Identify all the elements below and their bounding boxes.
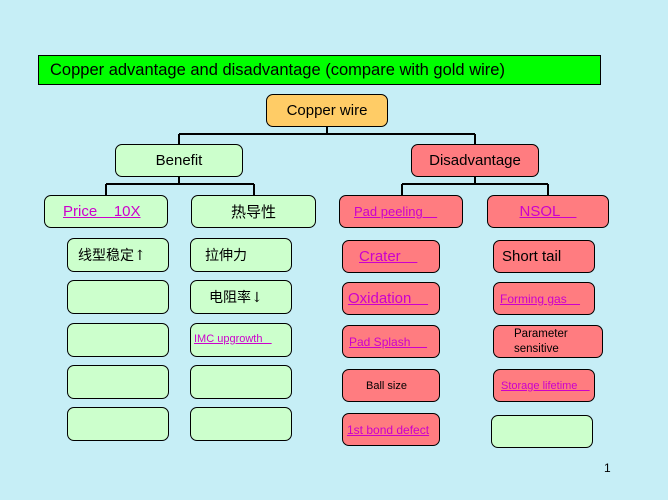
empty-benefit-box [67,280,169,314]
ball-size-node: Ball size [342,369,440,402]
empty-benefit-box [190,365,292,399]
empty-benefit-box [190,407,292,441]
empty-benefit-box [67,365,169,399]
pad-splash-link[interactable]: Pad Splash [342,325,440,358]
root-node: Copper wire [266,94,388,127]
benefit-node: Benefit [115,144,243,177]
forming-gas-link[interactable]: Forming gas [493,282,595,315]
page-number: 1 [604,461,611,475]
empty-disadvantage-box [491,415,593,448]
oxidation-link[interactable]: Oxidation [342,282,440,315]
disadvantage-node: Disadvantage [411,144,539,177]
imc-upgrowth-link[interactable]: IMC upgrowth [190,323,292,357]
storage-lifetime-link[interactable]: Storage lifetime [493,369,595,402]
tensile-strength-node: 拉伸力 [190,238,292,272]
first-bond-defect-link[interactable]: 1st bond defect [342,413,440,446]
parameter-sensitive-node: Parameter sensitive [493,325,603,358]
slide-title: Copper advantage and disadvantage (compa… [38,55,601,85]
benefit-price-link[interactable]: Price 10X [44,195,168,228]
nsol-link[interactable]: NSOL [487,195,609,228]
crater-link[interactable]: Crater [342,240,440,273]
empty-benefit-box [67,323,169,357]
short-tail-node: Short tail [493,240,595,273]
pad-peeling-link[interactable]: Pad peeling [339,195,463,228]
empty-benefit-box [67,407,169,441]
linear-stability-node: 线型稳定↑ [67,238,169,272]
resistivity-node: 电阻率↓ [190,280,292,314]
benefit-thermal-node: 热导性 [191,195,316,228]
